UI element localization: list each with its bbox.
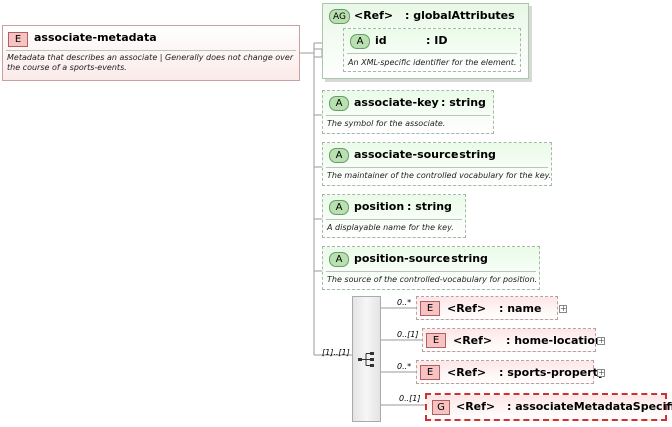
separator	[326, 167, 548, 168]
attribute-id[interactable]: A id : ID An XML-specific identifier for…	[343, 28, 521, 72]
separator	[326, 271, 536, 272]
element-ref-label: <Ref>	[447, 366, 487, 379]
attribute-position-source-description: The source of the controlled-vocabulary …	[327, 275, 538, 284]
element-badge: E	[8, 32, 28, 47]
attribute-position-source[interactable]: A position-source : string The source of…	[322, 246, 540, 290]
element-badge: E	[420, 301, 440, 316]
attribute-associate-key-type: : string	[441, 96, 486, 109]
attribute-position[interactable]: A position : string A displayable name f…	[322, 194, 466, 238]
element-ref-sports-property[interactable]: E <Ref> : sports-property	[416, 360, 605, 384]
root-element-associate-metadata[interactable]: E associate-metadata Metadata that descr…	[2, 25, 300, 81]
attribute-badge: A	[329, 96, 349, 111]
element-badge: E	[420, 365, 440, 380]
expand-icon[interactable]: +	[597, 368, 605, 377]
attribute-group-badge: AG	[329, 9, 350, 24]
element-ref-name-type: : name	[499, 302, 542, 315]
element-ref-name[interactable]: E <Ref> : name	[416, 296, 558, 320]
sequence-compositor[interactable]	[352, 296, 381, 422]
attribute-associate-source-type: : string	[451, 148, 496, 161]
attribute-associate-source-name: associate-source	[354, 148, 459, 161]
attribute-associate-key-description: The symbol for the associate.	[327, 119, 446, 128]
attribute-position-type: : string	[407, 200, 452, 213]
group-ref-label: <Ref>	[456, 400, 496, 413]
attribute-group-globalAttributes[interactable]: AG <Ref> : globalAttributes A id : ID An…	[322, 3, 529, 79]
group-ref-associateMetadataSpecific[interactable]: G <Ref> : associateMetadataSpecific	[425, 393, 672, 421]
root-element-description: Metadata that describes an associate | G…	[7, 53, 294, 72]
element-ref-home-location-type: : home-location	[506, 334, 603, 347]
attribute-badge: A	[329, 252, 349, 267]
sequence-icon	[358, 352, 374, 367]
attribute-badge: A	[329, 148, 349, 163]
attribute-position-source-name: position-source	[354, 252, 451, 265]
attribute-id-name: id	[375, 34, 387, 47]
element-badge: E	[426, 333, 446, 348]
element-ref-sports-property-type: : sports-property	[499, 366, 606, 379]
attribute-position-description: A displayable name for the key.	[327, 223, 454, 232]
separator	[6, 50, 296, 51]
separator	[347, 53, 517, 54]
sequence-cardinality: [1]..[1]	[322, 348, 350, 357]
separator	[326, 115, 490, 116]
group-badge: G	[432, 400, 450, 415]
root-element-name: associate-metadata	[34, 31, 157, 44]
attribute-associate-key[interactable]: A associate-key : string The symbol for …	[322, 90, 494, 134]
attribute-position-source-type: : string	[443, 252, 488, 265]
element-ref-label: <Ref>	[453, 334, 493, 347]
group-ref-name: : associateMetadataSpecific	[507, 400, 672, 413]
child-name-cardinality: 0..*	[397, 298, 412, 307]
child-group-cardinality: 0..[1]	[399, 394, 421, 403]
child-sports-property-cardinality: 0..*	[397, 362, 412, 371]
attribute-position-name: position	[354, 200, 405, 213]
attribute-associate-source-description: The maintainer of the controlled vocabul…	[327, 171, 552, 180]
expand-icon[interactable]: +	[559, 304, 567, 313]
child-home-location-cardinality: 0..[1]	[397, 330, 419, 339]
attribute-associate-key-name: associate-key	[354, 96, 439, 109]
attribute-badge: A	[350, 34, 370, 49]
separator	[326, 219, 462, 220]
expand-icon[interactable]: +	[597, 336, 605, 345]
attribute-group-name: : globalAttributes	[405, 9, 515, 22]
attribute-associate-source[interactable]: A associate-source : string The maintain…	[322, 142, 552, 186]
attribute-badge: A	[329, 200, 349, 215]
element-ref-label: <Ref>	[447, 302, 487, 315]
attribute-id-type: : ID	[426, 34, 448, 47]
attribute-id-description: An XML-specific identifier for the eleme…	[348, 58, 517, 67]
attribute-group-ref: <Ref>	[354, 9, 394, 22]
element-ref-home-location[interactable]: E <Ref> : home-location	[422, 328, 603, 352]
